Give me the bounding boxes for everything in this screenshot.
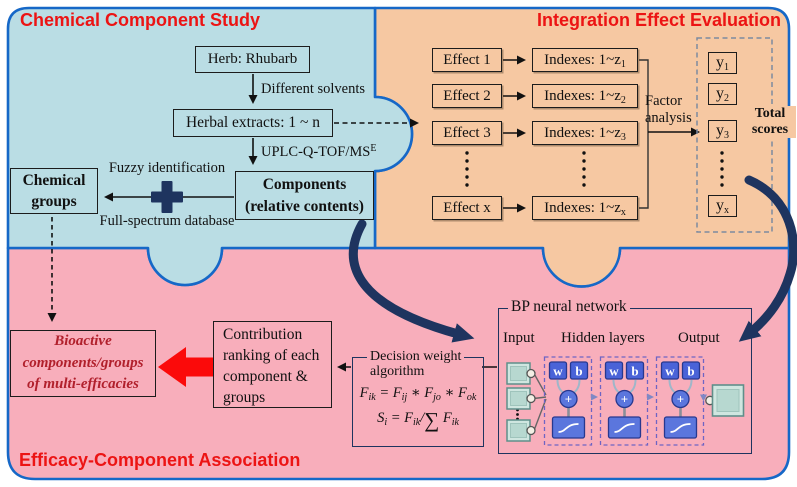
sum-label: + (621, 392, 628, 407)
output-label: Output (678, 330, 720, 346)
bias-label: b (687, 364, 694, 379)
input-ports (526, 368, 536, 436)
chemical-section-title: Chemical Component Study (20, 10, 261, 30)
bioactive-line: components/groups (22, 354, 144, 371)
score-box: y3 (708, 120, 737, 142)
integration-section-title: Integration Effect Evaluation (536, 10, 781, 30)
herbal-extracts-box: Herbal extracts: 1 ~ n (173, 109, 333, 137)
score-text: y1 (716, 54, 729, 73)
contribution-line: Contribution (223, 326, 303, 343)
weight-label: w (665, 364, 675, 379)
components-box: Components (relative contents) (235, 171, 374, 220)
sigmoid-icon (558, 423, 691, 433)
groups-line: groups (31, 193, 77, 210)
bias-label: b (575, 364, 582, 379)
scores-ellipsis (720, 151, 724, 187)
indexes-box: Indexes: 1~z2 (532, 84, 638, 108)
indexes-box: Indexes: 1~z1 (532, 48, 638, 72)
efficacy-section-title: Efficacy-Component Association (19, 450, 301, 470)
sum-label: + (677, 392, 684, 407)
factor-analysis-label: Factor analysis (645, 93, 692, 126)
bias-label: b (631, 364, 638, 379)
herb-box: Herb: Rhubarb (195, 46, 310, 73)
contribution-line: ranking of each (223, 347, 320, 364)
indexes-ellipsis (582, 151, 586, 187)
score-box: y2 (708, 83, 737, 105)
components-to-bp-curved-arrow (348, 219, 475, 343)
scores-to-output-curved-arrow (738, 175, 797, 342)
red-block-arrow (158, 347, 214, 387)
decision-weight-box: Decision weight algorithm Fik = Fij ∗ Fj… (352, 349, 484, 447)
effect-box: Effect 3 (432, 121, 502, 145)
sum-label: + (565, 392, 572, 407)
decision-weight-legend: Decision weight algorithm (367, 349, 465, 379)
effect-box: Effect x (432, 196, 502, 220)
uplc-label: UPLC-Q-TOF/MSE (261, 144, 376, 161)
score-box: yx (708, 195, 737, 217)
effect-box: Effect 2 (432, 84, 502, 108)
effect-box: Effect 1 (432, 48, 502, 72)
chemical-groups-box: Chemical groups (10, 168, 98, 214)
hidden-layers-label: Hidden layers (561, 330, 645, 346)
bioactive-box: Bioactive components/groups of multi-eff… (10, 330, 156, 397)
bioactive-line: of multi-efficacies (27, 376, 139, 393)
indexes-box: Indexes: 1~zx (532, 196, 638, 220)
effect-ellipsis (465, 151, 469, 187)
score-text: yx (716, 197, 729, 216)
weight-label: w (609, 364, 619, 379)
neuron-internals: w b w b w b + + + (548, 361, 701, 439)
score-text: y2 (716, 85, 729, 104)
contribution-box: Contribution ranking of each component &… (213, 321, 332, 408)
total-scores-label: Total scores (744, 106, 796, 138)
uplc-text: UPLC-Q-TOF/MS (261, 144, 371, 160)
full-spectrum-database-label: Full-spectrum database (99, 213, 235, 229)
different-solvents-label: Different solvents (261, 81, 366, 97)
output-node (705, 384, 745, 417)
bp-network-legend: BP neural network (508, 298, 630, 316)
score-box: y1 (708, 52, 737, 74)
formula-si: Si = Fik/∑ Fik (377, 408, 459, 432)
components-line: Components (262, 175, 347, 193)
weight-label: w (553, 364, 563, 379)
indexes-text: Indexes: 1~z3 (544, 124, 626, 143)
indexes-box: Indexes: 1~z3 (532, 121, 638, 145)
bp-network-graphics: w b w b w b + + + (506, 356, 745, 446)
bp-network-box: BP neural network Input Hidden layers Ou… (498, 298, 752, 454)
ellipsis-dots (465, 151, 724, 421)
contribution-line: groups (223, 389, 266, 406)
uplc-superscript: E (370, 143, 377, 154)
input-connections (533, 373, 547, 431)
bioactive-line: Bioactive (54, 333, 112, 350)
groups-line: Chemical (22, 172, 86, 189)
components-line: (relative contents) (245, 197, 364, 215)
plus-icon (151, 181, 183, 213)
indexes-text: Indexes: 1~zx (544, 199, 626, 218)
indexes-bracket (639, 59, 649, 209)
fuzzy-identification-label: Fuzzy identification (108, 160, 226, 176)
indexes-text: Indexes: 1~z2 (544, 87, 626, 106)
formula-fik: Fik = Fij ∗ Fjo ∗ Fok (359, 385, 477, 403)
score-text: y3 (716, 122, 729, 141)
contribution-line: component & (223, 368, 308, 385)
layer-arrows (591, 393, 707, 402)
chemical-piece (6, 6, 414, 287)
indexes-text: Indexes: 1~z1 (544, 51, 626, 70)
input-label: Input (503, 330, 535, 346)
